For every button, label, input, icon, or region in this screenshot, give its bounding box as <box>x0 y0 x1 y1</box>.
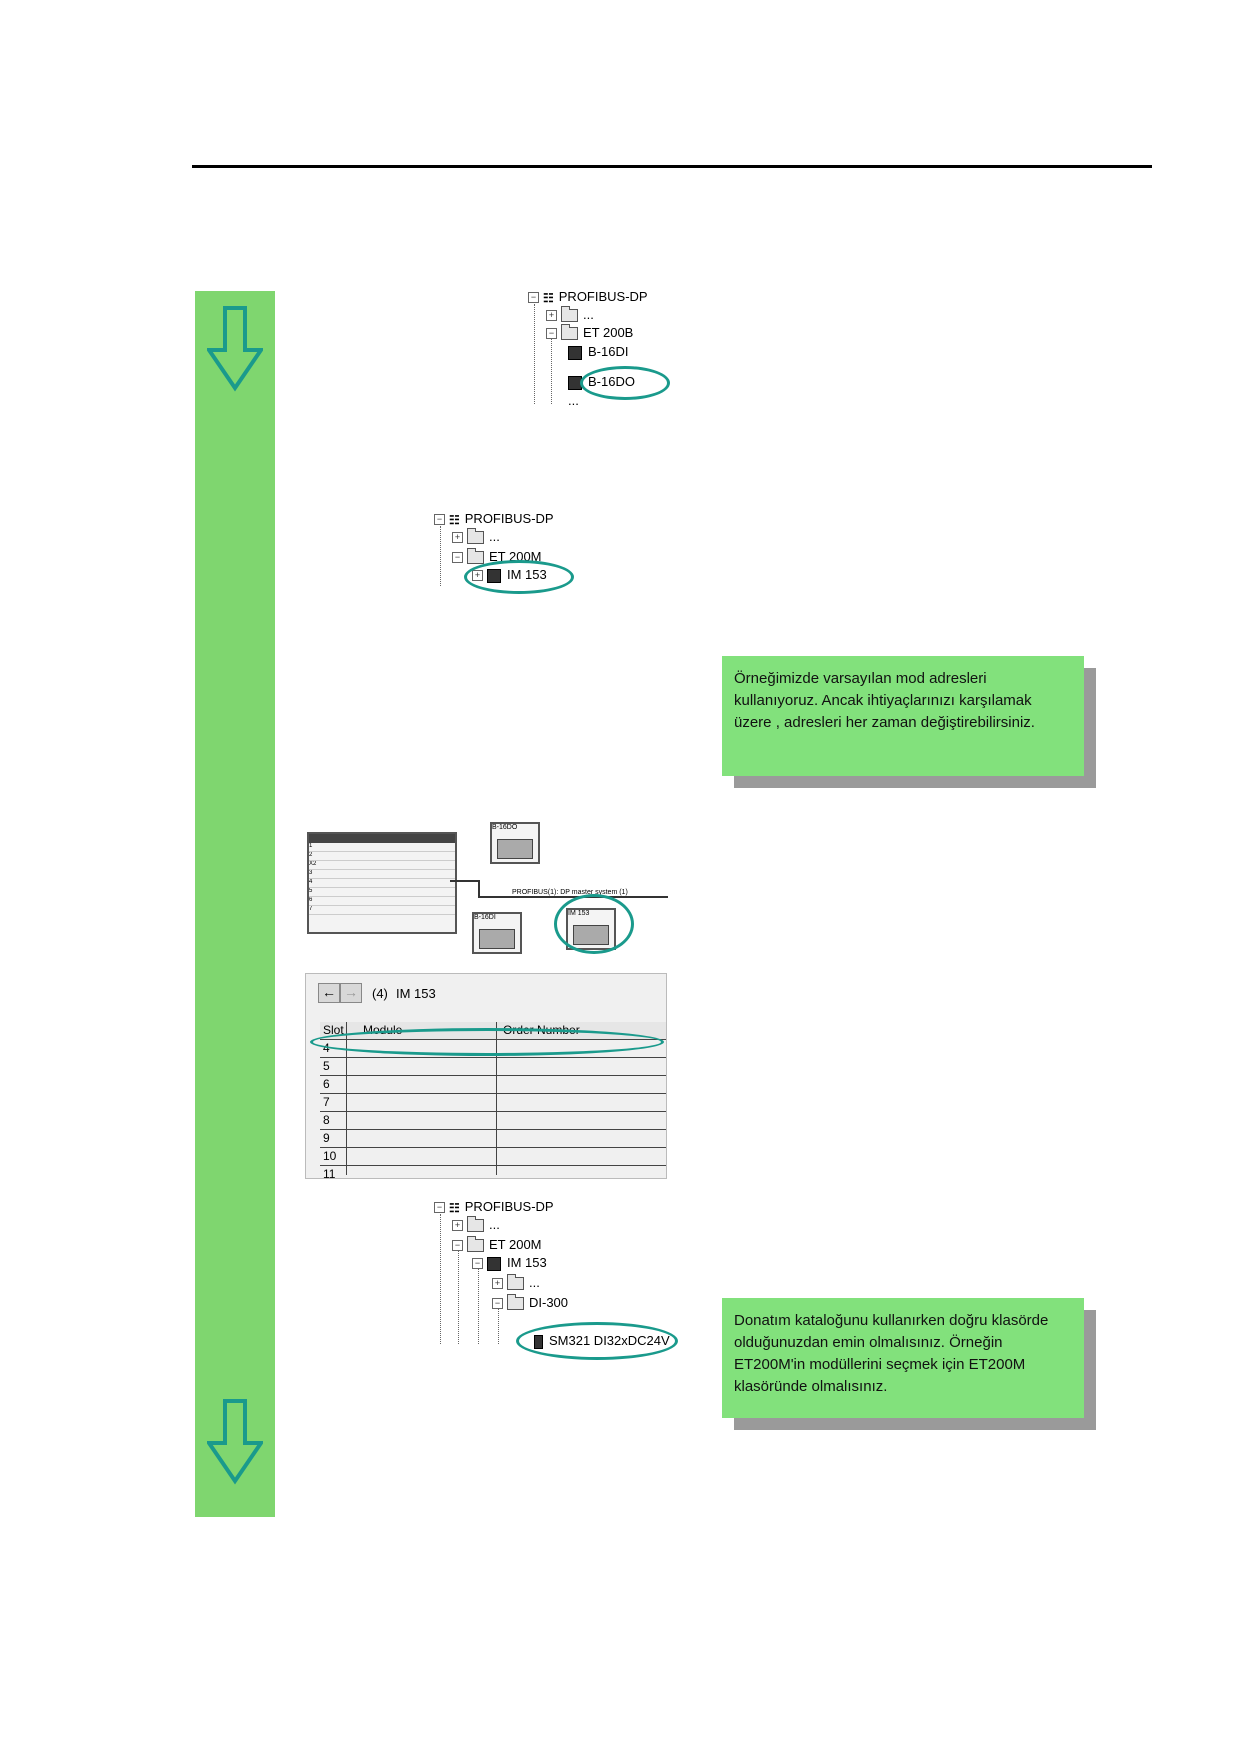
catalog-tree-sm321: −☷PROFIBUS-DP +... −ET 200M −IM 153 +...… <box>434 1198 678 1360</box>
network-view: 1 2 X2 3 4 5 6 7 PROFIBUS(1): DP master … <box>300 820 670 955</box>
highlight-oval <box>310 1028 664 1056</box>
rack-row[interactable]: 7 <box>309 906 455 915</box>
profibus-line <box>478 896 668 898</box>
table-row[interactable]: 10 <box>320 1148 666 1166</box>
tree-node-et200m[interactable]: −ET 200M <box>452 1236 542 1254</box>
rack-window: 1 2 X2 3 4 5 6 7 <box>307 832 457 934</box>
col-divider <box>496 1022 497 1175</box>
header-rule <box>192 165 1152 168</box>
rack-row[interactable]: 4 <box>309 879 455 888</box>
highlight-oval <box>554 894 634 954</box>
collapse-icon[interactable]: − <box>452 552 463 564</box>
tree-node-ellipsis-2: ... <box>568 393 579 408</box>
config-index: (4) <box>372 986 388 1001</box>
collapse-icon[interactable]: − <box>434 1202 445 1214</box>
col-divider <box>346 1022 347 1175</box>
highlight-oval <box>516 1322 678 1360</box>
collapse-icon[interactable]: − <box>434 514 445 526</box>
tree-node-di300[interactable]: −DI-300 <box>492 1294 568 1312</box>
down-arrow-icon <box>207 1399 263 1485</box>
rack-row[interactable]: 1 <box>309 843 455 852</box>
table-row[interactable]: 9 <box>320 1130 666 1148</box>
catalog-tree-et200b: −☷PROFIBUS-DP +... −ET 200B B-16DI B-16D… <box>528 288 678 413</box>
folder-icon <box>467 1236 484 1253</box>
expand-icon[interactable]: + <box>546 310 557 322</box>
config-header: ← → (4) IM 153 <box>306 974 666 1012</box>
station-b16di[interactable]: B-16DI <box>472 912 522 954</box>
info-note: Donatım kataloğunu kullanırken doğru kla… <box>722 1298 1084 1418</box>
station-b16do[interactable]: B-16DO <box>490 822 540 864</box>
highlight-oval <box>580 366 670 400</box>
table-row[interactable]: 6 <box>320 1076 666 1094</box>
table-row[interactable]: 5 <box>320 1058 666 1076</box>
rack-row[interactable]: 5 <box>309 888 455 897</box>
table-row[interactable]: 11 <box>320 1166 666 1178</box>
expand-icon[interactable]: + <box>492 1278 503 1290</box>
rack-row[interactable]: 2 <box>309 852 455 861</box>
network-icon: ☷ <box>449 1200 460 1215</box>
folder-icon <box>507 1294 524 1311</box>
tree-node-ellipsis[interactable]: +... <box>492 1274 540 1292</box>
tree-node-profibus[interactable]: −☷PROFIBUS-DP <box>434 1198 554 1217</box>
folder-icon <box>467 1216 484 1233</box>
process-bar <box>195 291 275 1517</box>
tree-node-ellipsis[interactable]: +... <box>452 1216 500 1234</box>
tree-node-ellipsis[interactable]: +... <box>452 528 500 546</box>
folder-icon <box>561 306 578 323</box>
tree-node-profibus[interactable]: −☷PROFIBUS-DP <box>434 510 554 529</box>
catalog-tree-et200m: −☷PROFIBUS-DP +... −ET 200M +IM 153 <box>434 510 594 600</box>
network-icon: ☷ <box>449 512 460 527</box>
expand-icon[interactable]: + <box>452 1220 463 1232</box>
rack-row[interactable]: 6 <box>309 897 455 906</box>
bus-connector <box>450 880 480 882</box>
rack-window-title <box>309 834 455 843</box>
slot-config-table: ← → (4) IM 153 Slot Module Order Number … <box>305 973 667 1179</box>
rack-row[interactable]: X2 <box>309 861 455 870</box>
device-icon <box>487 1256 501 1271</box>
table-row[interactable]: 7 <box>320 1094 666 1112</box>
back-arrow-icon[interactable]: ← <box>318 983 340 1003</box>
highlight-oval <box>464 560 574 594</box>
folder-icon <box>507 1274 524 1291</box>
config-title: IM 153 <box>396 986 436 1001</box>
forward-arrow-icon[interactable]: → <box>340 983 362 1003</box>
tree-node-b16di[interactable]: B-16DI <box>568 343 628 361</box>
device-icon <box>568 345 582 360</box>
folder-icon <box>467 548 484 565</box>
collapse-icon[interactable]: − <box>472 1258 483 1270</box>
collapse-icon[interactable]: − <box>546 328 557 340</box>
collapse-icon[interactable]: − <box>492 1298 503 1310</box>
down-arrow-icon <box>207 306 263 392</box>
tree-node-ellipsis[interactable]: +... <box>546 306 594 324</box>
bus-label: PROFIBUS(1): DP master system (1) <box>512 889 628 896</box>
info-note: Örneğimizde varsayılan mod adresleri kul… <box>722 656 1084 776</box>
network-icon: ☷ <box>543 290 554 305</box>
folder-icon <box>467 528 484 545</box>
table-row[interactable]: 8 <box>320 1112 666 1130</box>
tree-node-profibus[interactable]: −☷PROFIBUS-DP <box>528 288 648 307</box>
bus-connector <box>478 880 480 898</box>
expand-icon[interactable]: + <box>452 532 463 544</box>
tree-node-im153[interactable]: −IM 153 <box>472 1254 547 1272</box>
collapse-icon[interactable]: − <box>528 292 539 304</box>
tree-node-et200b[interactable]: −ET 200B <box>546 324 633 342</box>
folder-icon <box>561 324 578 341</box>
rack-row[interactable]: 3 <box>309 870 455 879</box>
collapse-icon[interactable]: − <box>452 1240 463 1252</box>
